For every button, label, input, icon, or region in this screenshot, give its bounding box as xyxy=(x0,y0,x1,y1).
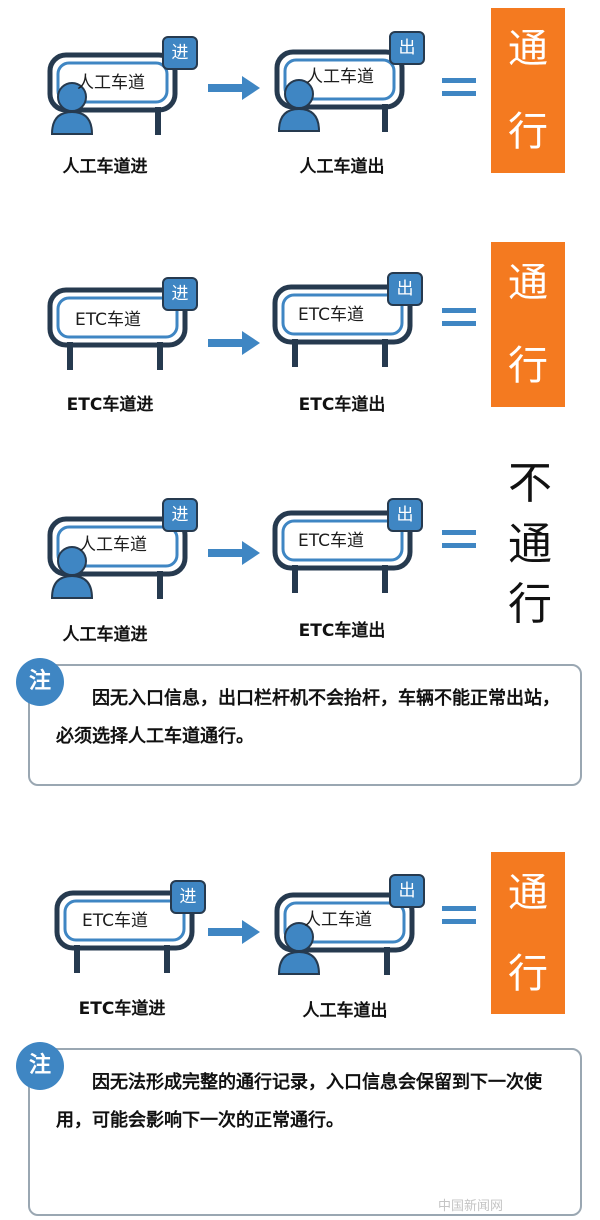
exit-gate: 人工车道 出 xyxy=(272,27,452,137)
result-pass: 通 行 xyxy=(491,242,565,407)
lane-gate-icon xyxy=(274,892,415,975)
exit-gate: ETC车道 出 xyxy=(270,488,450,598)
lane-sign-text: 人工车道 xyxy=(79,535,147,555)
lane-sign-text: ETC车道 xyxy=(298,531,364,551)
lane-sign-text: ETC车道 xyxy=(75,310,141,330)
result-char: 不 xyxy=(508,458,552,509)
entry-tag: 进 xyxy=(162,277,198,311)
entry-gate: ETC车道 进 xyxy=(45,265,225,375)
entry-gate: 人工车道 进 xyxy=(45,30,225,140)
note-text: 因无入口信息，出口栏杆机不会抬杆，车辆不能正常出站，必须选择人工车道通行。 xyxy=(56,688,560,747)
exit-caption: ETC车道出 xyxy=(298,395,386,415)
lane-sign-text: ETC车道 xyxy=(298,305,364,325)
exit-tag: 出 xyxy=(389,874,425,908)
attendant-icon xyxy=(277,922,321,975)
result-pass: 通 行 xyxy=(491,852,565,1014)
entry-gate: 人工车道 进 xyxy=(45,494,225,604)
note-box: 注 因无入口信息，出口栏杆机不会抬杆，车辆不能正常出站，必须选择人工车道通行。 xyxy=(16,658,582,786)
attendant-icon xyxy=(277,79,321,132)
lane-sign-text: 人工车道 xyxy=(77,73,145,93)
entry-caption: 人工车道进 xyxy=(62,625,148,645)
lane-gate-icon xyxy=(272,284,413,367)
exit-caption: 人工车道出 xyxy=(299,157,385,177)
lane-sign-text: ETC车道 xyxy=(82,911,148,931)
attendant-icon xyxy=(50,546,94,599)
lane-gate-icon xyxy=(47,287,188,370)
entry-gate: ETC车道 进 xyxy=(52,868,232,978)
result-no-pass: 不 通 行 xyxy=(497,462,563,627)
arrow-right-icon xyxy=(208,541,260,565)
equals-icon xyxy=(442,306,476,330)
exit-gate: 人工车道 出 xyxy=(272,870,452,980)
exit-gate: ETC车道 出 xyxy=(270,262,450,372)
exit-tag: 出 xyxy=(387,498,423,532)
attendant-icon xyxy=(50,82,94,135)
entry-caption: ETC车道进 xyxy=(78,999,166,1019)
result-pass: 通 行 xyxy=(491,8,565,173)
result-char: 行 xyxy=(508,950,548,997)
lane-gate-icon xyxy=(274,49,405,132)
exit-tag: 出 xyxy=(387,272,423,306)
note-text: 因无法形成完整的通行记录，入口信息会保留到下一次使用，可能会影响下一次的正常通行… xyxy=(56,1072,542,1131)
equals-icon xyxy=(442,76,476,100)
result-char: 行 xyxy=(508,342,548,389)
entry-caption: ETC车道进 xyxy=(66,395,154,415)
result-char: 通 xyxy=(508,518,552,570)
note-badge: 注 xyxy=(16,658,64,706)
exit-caption: ETC车道出 xyxy=(298,621,386,641)
result-char: 通 xyxy=(508,260,548,307)
result-char: 行 xyxy=(508,579,552,630)
lane-gate-icon xyxy=(54,890,195,973)
equals-icon xyxy=(442,528,476,552)
exit-tag: 出 xyxy=(389,31,425,65)
entry-caption: 人工车道进 xyxy=(62,157,148,177)
entry-tag: 进 xyxy=(162,36,198,70)
exit-caption: 人工车道出 xyxy=(302,1001,388,1021)
entry-tag: 进 xyxy=(170,880,206,914)
equals-icon xyxy=(442,904,476,928)
result-char: 通 xyxy=(508,869,548,916)
note-badge: 注 xyxy=(16,1042,64,1090)
lane-gate-icon xyxy=(272,510,413,593)
result-char: 通 xyxy=(508,26,548,73)
arrow-right-icon xyxy=(208,920,260,944)
arrow-right-icon xyxy=(208,76,260,100)
lane-gate-icon xyxy=(47,516,188,599)
lane-sign-text: 人工车道 xyxy=(306,67,374,87)
lane-sign-text: 人工车道 xyxy=(304,910,372,930)
watermark: 中国新闻网 xyxy=(438,1199,504,1214)
lane-gate-icon xyxy=(47,52,178,135)
arrow-right-icon xyxy=(208,331,260,355)
result-char: 行 xyxy=(508,108,548,155)
note-box: 注 因无法形成完整的通行记录，入口信息会保留到下一次使用，可能会影响下一次的正常… xyxy=(16,1042,582,1216)
entry-tag: 进 xyxy=(162,498,198,532)
